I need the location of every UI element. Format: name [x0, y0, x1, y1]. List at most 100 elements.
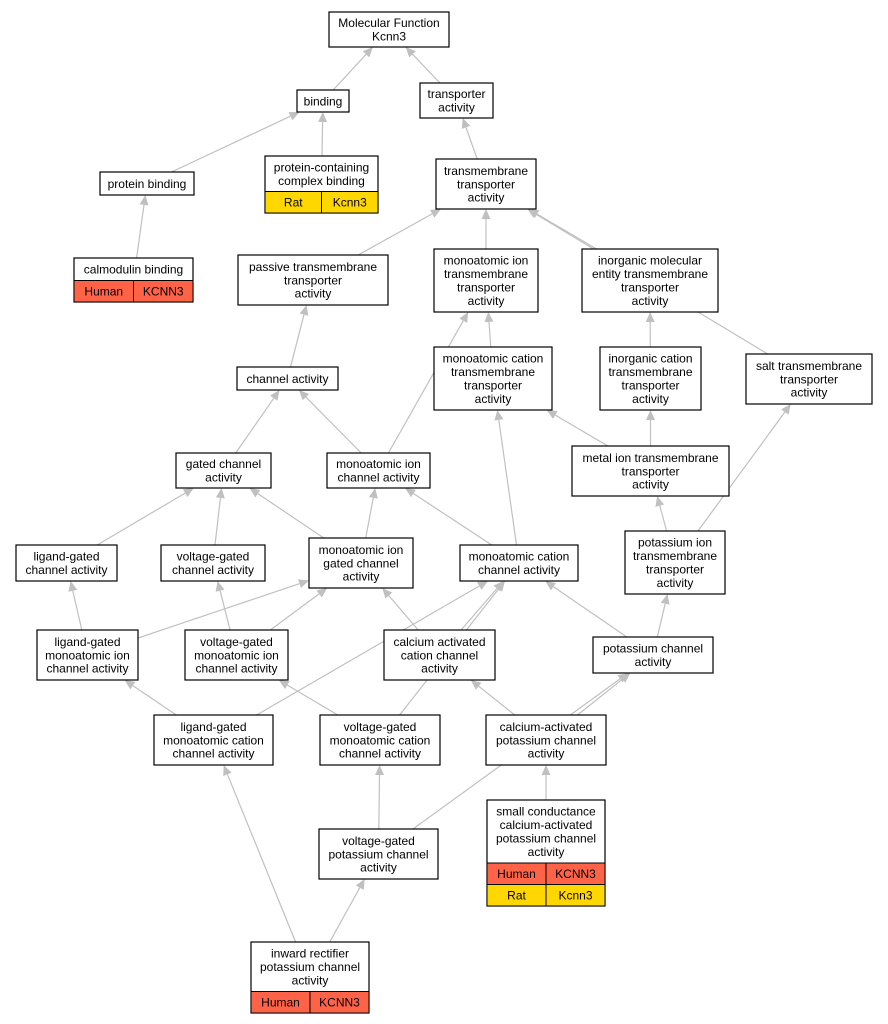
edge-transporter-to-root [405, 47, 441, 84]
go-term-box [319, 714, 441, 766]
go-term-box [99, 171, 195, 196]
go-term-label: potassium channel [260, 960, 360, 974]
go-term-label: transmembrane [633, 549, 717, 563]
edge-line [219, 590, 231, 631]
go-term-channel-activity[interactable]: channel activity [236, 366, 339, 391]
edge-line [697, 411, 786, 532]
go-term-monoatomic-ion-tm[interactable]: monoatomic iontransmembranetransporterac… [433, 248, 539, 313]
go-term-label: transporter [621, 464, 679, 478]
go-term-box [326, 452, 431, 489]
arrow-head [646, 410, 655, 420]
go-term-label: gated channel [186, 457, 261, 471]
edge-line [132, 685, 177, 716]
go-term-box [419, 82, 494, 119]
arrow-head [541, 765, 551, 775]
go-term-box [36, 629, 139, 681]
go-term-label: gated channel [323, 556, 398, 570]
go-term-box [237, 254, 389, 306]
go-term-box [236, 366, 339, 391]
go-term-label: inorganic molecular [598, 254, 702, 268]
go-term-label: calcium-activated [500, 720, 593, 734]
edge-line [96, 492, 186, 546]
go-term-label: calmodulin binding [84, 263, 183, 277]
go-term-label: potassium ion [638, 536, 712, 550]
go-term-binding[interactable]: binding [296, 89, 350, 113]
go-term-label: transporter [457, 281, 515, 295]
gene-label: KCNN3 [143, 285, 184, 299]
go-term-box [581, 248, 719, 313]
go-term-inorganic-cation-tm[interactable]: inorganic cationtransmembranetransporter… [599, 346, 702, 411]
go-term-box [745, 353, 873, 405]
edge-binding-to-root [332, 47, 373, 91]
edge-line [536, 213, 597, 250]
go-term-box [599, 346, 702, 411]
go-term-label: protein-containing [274, 160, 369, 174]
go-term-label: metal ion transmembrane [582, 451, 718, 465]
edge-inward-rectifier-to-voltage-gated-potassium [329, 879, 365, 943]
go-term-label: transporter [284, 273, 342, 287]
gene-cell [133, 280, 194, 303]
edge-line [72, 590, 83, 631]
go-term-small-conductance[interactable]: small conductancecalcium-activatedpotass… [486, 799, 606, 907]
arrow-head [215, 581, 225, 592]
arrow-head [494, 410, 504, 421]
go-term-label: monoatomic ion [194, 648, 279, 662]
edge-line [235, 397, 275, 454]
edge-monoatomic-ion-channel-to-monoatomic-ion-tm [387, 312, 469, 454]
edge-protein-binding-to-binding [171, 112, 300, 173]
go-term-metal-ion-tm[interactable]: metal ion transmembranetransporteractivi… [571, 445, 730, 497]
go-term-label: transmembrane [451, 365, 535, 379]
edge-monoatomic-ion-gated-to-monoatomic-ion-channel [365, 488, 378, 539]
edge-line [289, 314, 305, 368]
arrow-head [299, 305, 309, 316]
go-term-label: transporter [780, 372, 838, 386]
species-label: Rat [284, 196, 303, 210]
go-term-box [435, 158, 537, 210]
edge-ligand-gated-channel-to-gated-channel [96, 488, 194, 546]
edge-line [554, 414, 609, 447]
go-term-label: activity [791, 386, 828, 400]
edge-line [465, 127, 478, 160]
go-term-box [15, 544, 118, 582]
gene-label: KCNN3 [555, 867, 596, 881]
go-term-label: activity [468, 294, 505, 308]
go-term-potassium-ion-tm[interactable]: potassium iontransmembranetransporteract… [624, 530, 726, 595]
arrow-head [617, 673, 629, 683]
go-term-label: channel activity [478, 563, 560, 577]
go-term-box [433, 248, 539, 313]
edge-line [286, 684, 339, 716]
go-term-label: cation channel [401, 648, 478, 662]
go-term-monoatomic-cation-tm[interactable]: monoatomic cationtransmembranetransporte… [433, 346, 553, 411]
species-label: Rat [507, 889, 526, 903]
go-term-label: monoatomic ion [336, 457, 421, 471]
arrow-head [382, 588, 393, 599]
go-term-protein-binding[interactable]: protein binding [99, 171, 195, 196]
edge-line [332, 53, 367, 91]
go-term-box [459, 544, 579, 582]
